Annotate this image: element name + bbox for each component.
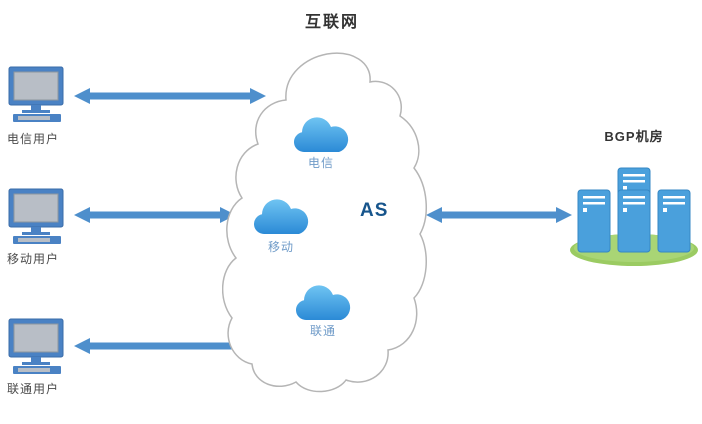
diagram-title: 互联网 — [304, 14, 359, 31]
user-label-telecom: 电信用户 — [7, 132, 60, 146]
internet-cloud-shape — [222, 48, 434, 396]
as-label: AS — [360, 200, 389, 221]
computer-icon — [8, 66, 66, 124]
computer-icon — [8, 318, 66, 376]
bidirectional-arrow-telecom — [74, 86, 266, 106]
user-label-mobile: 移动用户 — [7, 252, 60, 266]
cloud-label-unicom: 联通 — [309, 324, 336, 338]
cloud-icon-unicom — [292, 284, 354, 322]
computer-icon — [8, 188, 66, 246]
bidirectional-arrow-bgp — [426, 205, 572, 225]
cloud-label-mobile: 移动 — [267, 240, 294, 254]
bgp-room-label: BGP机房 — [604, 129, 664, 144]
user-label-unicom: 联通用户 — [7, 382, 60, 396]
bidirectional-arrow-mobile — [74, 205, 236, 225]
cloud-icon-mobile — [250, 198, 312, 236]
cloud-label-telecom: 电信 — [307, 156, 334, 170]
server-rack-icon — [568, 164, 700, 268]
cloud-icon-telecom — [290, 116, 352, 154]
